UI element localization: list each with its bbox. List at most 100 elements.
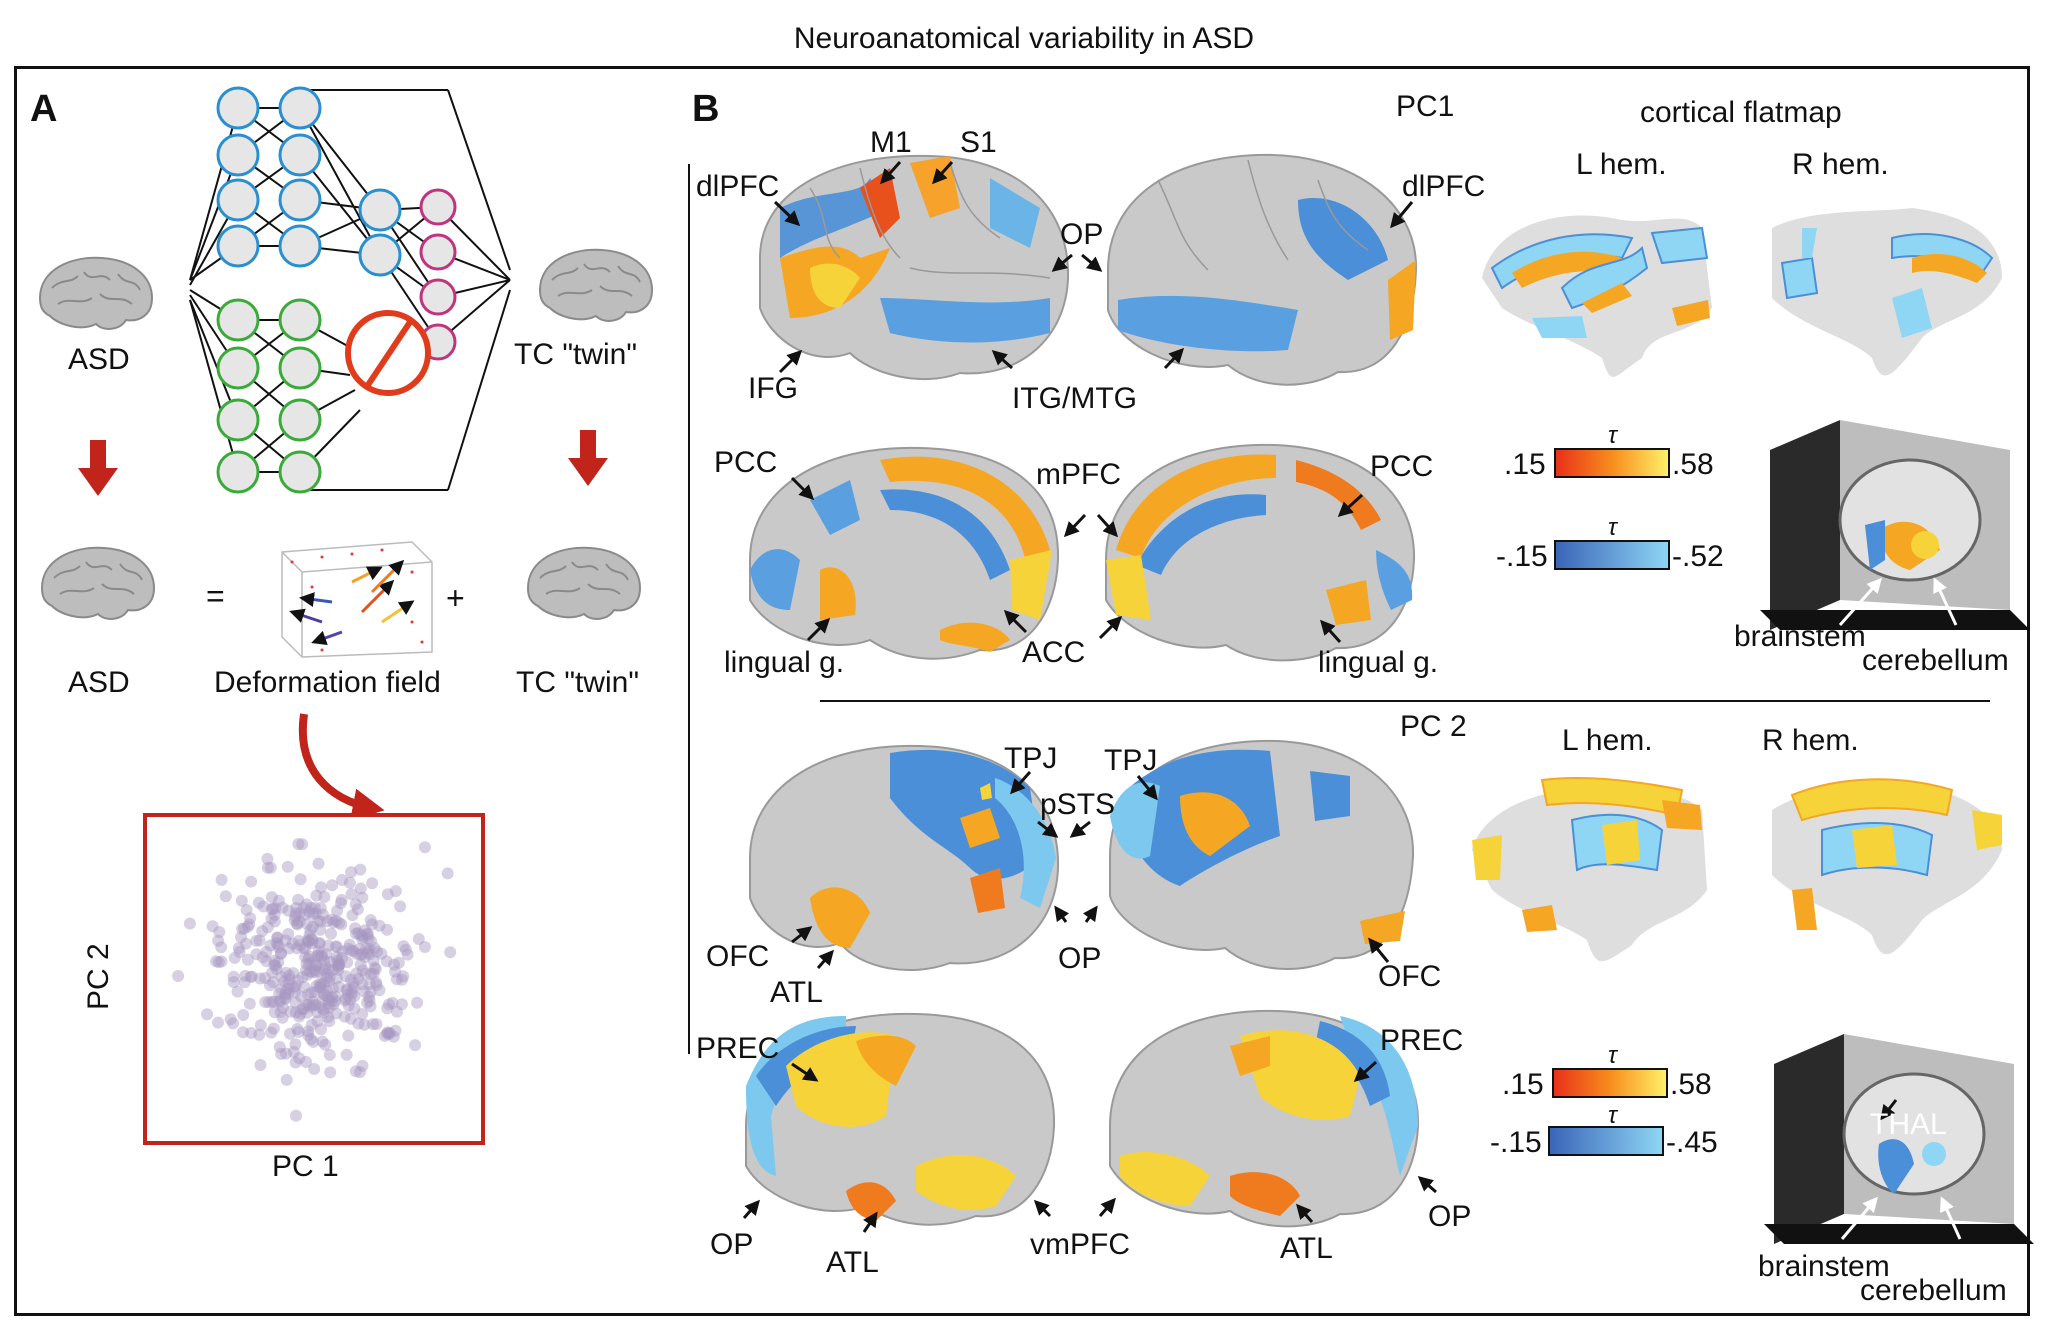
scatter-frame xyxy=(143,813,485,1145)
scatter-point xyxy=(341,956,354,969)
scatter-point xyxy=(267,902,279,915)
scatter-point xyxy=(292,893,305,906)
scatter-point xyxy=(266,966,279,979)
scatter-point xyxy=(286,937,299,950)
panel-b-letter: B xyxy=(692,88,720,130)
scatter-point xyxy=(350,947,363,960)
scatter-point xyxy=(264,861,277,874)
scatter-point xyxy=(380,955,393,968)
scatter-point xyxy=(293,915,306,928)
scatter-point xyxy=(349,898,362,911)
pc1-pos-scale-tau: τ xyxy=(1608,422,1617,449)
scatter-point xyxy=(346,984,359,997)
scatter-point xyxy=(316,908,329,921)
scatter-point xyxy=(411,996,424,1009)
scatter-point xyxy=(322,998,335,1011)
scatter-point xyxy=(309,966,322,978)
asd-brain-icon-2 xyxy=(41,546,155,620)
scatter-point xyxy=(330,914,343,927)
scatter-point xyxy=(275,970,288,983)
pc2-label-ofc-right: OFC xyxy=(1378,960,1442,993)
scatter-point xyxy=(312,949,325,962)
scatter-point xyxy=(358,1018,371,1031)
scatter-point xyxy=(299,942,312,955)
scatter-point xyxy=(241,920,254,933)
pc2-label-op-left: OP xyxy=(710,1228,754,1261)
scatter-point xyxy=(364,986,377,998)
pc1-neg-colorbar xyxy=(1554,540,1670,570)
pc1-label-pcc-right: PCC xyxy=(1370,450,1434,483)
scatter-point xyxy=(314,902,327,914)
scatter-point xyxy=(330,951,343,964)
scatter-point xyxy=(289,980,302,993)
scatter-point xyxy=(301,933,314,946)
scatter-point xyxy=(310,889,323,902)
scatter-point xyxy=(361,996,374,1009)
scatter-point xyxy=(300,957,313,970)
scatter-point xyxy=(240,904,253,916)
scatter-point xyxy=(245,875,258,888)
scatter-point xyxy=(351,903,364,916)
scatter-point xyxy=(441,867,454,880)
pc1-label-mpfc: mPFC xyxy=(1036,458,1121,491)
scatter-point xyxy=(366,918,379,931)
scatter-point xyxy=(305,1018,318,1031)
scatter-point xyxy=(305,986,318,999)
scatter-point xyxy=(303,906,316,918)
scatter-point xyxy=(215,941,228,954)
veto-icon xyxy=(345,310,431,396)
scatter-point xyxy=(332,963,345,976)
scatter-point xyxy=(356,948,369,961)
pc2-pos-scale-max: .58 xyxy=(1670,1068,1712,1101)
scatter-point xyxy=(302,1025,315,1038)
scatter-point xyxy=(345,944,357,957)
scatter-point xyxy=(343,938,356,951)
twin-brain-icon-2 xyxy=(527,546,641,620)
scatter-point xyxy=(345,866,358,879)
scatter-point xyxy=(262,996,275,1009)
scatter-point xyxy=(219,890,232,903)
scatter-point xyxy=(303,950,316,963)
scatter-point xyxy=(232,942,245,955)
scatter-points xyxy=(172,838,457,1122)
scatter-point xyxy=(227,1017,240,1030)
scatter-point xyxy=(367,1018,379,1031)
scatter-point xyxy=(317,987,330,1000)
scatter-point xyxy=(245,970,258,983)
pc2-label-op-right: OP xyxy=(1428,1200,1472,1233)
scatter-point xyxy=(304,924,317,936)
pc1-title: PC1 xyxy=(1396,90,1455,123)
scatter-point xyxy=(289,1056,302,1069)
scatter-point xyxy=(268,959,281,971)
scatter-point xyxy=(311,949,324,962)
scatter-point xyxy=(289,1038,302,1051)
scatter-point xyxy=(279,992,292,1005)
scatter-point xyxy=(381,1027,394,1040)
pc-separator-rule xyxy=(820,700,1990,702)
pc1-label-acc: ACC xyxy=(1022,636,1086,669)
scatter-point xyxy=(308,902,321,914)
scatter-point xyxy=(306,966,319,979)
scatter-point xyxy=(412,933,425,945)
scatter-point xyxy=(238,922,251,935)
scatter-point xyxy=(291,1023,304,1035)
scatter-point xyxy=(235,931,247,944)
scatter-point xyxy=(366,877,379,890)
scatter-point xyxy=(278,991,291,1004)
scatter-point xyxy=(386,996,399,1009)
scatter-point xyxy=(294,873,307,886)
scatter-point xyxy=(370,979,383,991)
scatter-point xyxy=(267,976,280,989)
scatter-point xyxy=(364,1000,377,1013)
scatter-point xyxy=(304,965,317,978)
scatter-point xyxy=(382,998,395,1011)
pc2-label-tpj-right: TPJ xyxy=(1104,744,1158,777)
scatter-point xyxy=(289,1006,302,1019)
scatter-point xyxy=(212,956,225,969)
scatter-point xyxy=(264,979,276,992)
scatter-point xyxy=(352,972,365,985)
pc2-lhem: L hem. xyxy=(1562,724,1653,757)
scatter-point xyxy=(373,984,386,997)
scatter-point xyxy=(358,951,371,963)
scatter-point xyxy=(254,1019,267,1032)
